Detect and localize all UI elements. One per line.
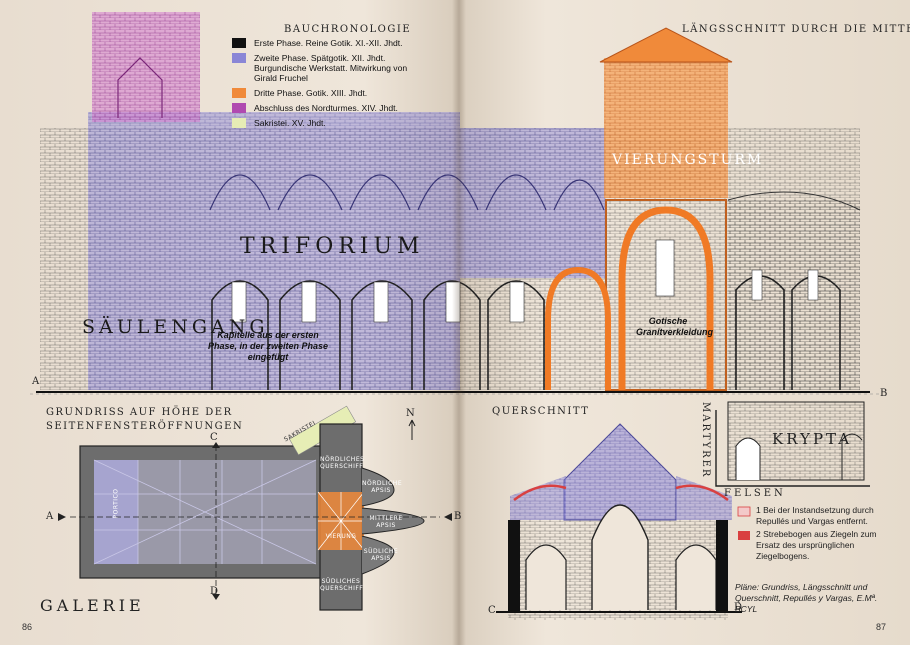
crossing-label: VIERUNG <box>325 533 357 540</box>
marker-c-plan: C <box>210 432 219 443</box>
legend-item: Dritte Phase. Gotik. XIII. Jhdt. <box>232 88 432 98</box>
restoration-note-2: 2 Strebebogen aus Ziegeln zum Ersatz des… <box>756 529 902 562</box>
legend-text: Abschluss des Nordturmes. XIV. Jhdt. <box>254 103 398 113</box>
note-number: 1 <box>756 505 761 515</box>
legend: Erste Phase. Reine Gotik. XI.-XII. Jhdt.… <box>232 38 432 133</box>
triforium-label: TRIFORIUM <box>240 234 425 259</box>
vierungsturm-label: VIERUNGSTURM <box>612 152 764 168</box>
saeulengang-label: SÄULENGANG <box>82 316 269 338</box>
page-number-right: 87 <box>876 622 887 632</box>
north-transept-label: NÖRDLICHES QUERSCHIFF <box>320 456 365 470</box>
legend-swatch-sacristy <box>232 118 246 128</box>
legend-title: BAUCHRONOLOGIE <box>284 24 412 35</box>
legend-text: Dritte Phase. Gotik. XIII. Jhdt. <box>254 88 368 98</box>
galerie-label: GALERIE <box>40 596 145 615</box>
martyrer-label: MARTYRER <box>700 402 711 479</box>
legend-swatch-phase1 <box>232 38 246 48</box>
legend-text: Sakristei. XV. Jhdt. <box>254 118 326 128</box>
book-gutter <box>452 0 466 645</box>
kapitelle-note: Kapitelle aus der ersten Phase, in der z… <box>207 330 329 362</box>
south-transept-label: SÜDLICHES QUERSCHIFF <box>320 578 364 592</box>
marker-d-cross: D <box>734 602 744 613</box>
note-text: Bei der Instandsetzung durch Repullés un… <box>756 505 874 526</box>
legend-item: Abschluss des Nordturmes. XIV. Jhdt. <box>232 103 432 113</box>
marker-d-plan: D <box>210 586 220 597</box>
cross-section <box>496 423 751 620</box>
ground-plan <box>58 405 452 611</box>
plan-credit: Pläne: Grundriss, Längsschnitt und Quers… <box>735 582 878 614</box>
restoration-note-1: 1 Bei der Instandsetzung durch Repullés … <box>756 505 902 527</box>
north-arrow-icon <box>408 419 416 440</box>
longitudinal-section <box>30 12 880 487</box>
legend-swatch-phase2 <box>232 53 246 63</box>
marker-a: A <box>32 376 41 387</box>
marker-c-cross: C <box>488 605 497 616</box>
legend-item: Erste Phase. Reine Gotik. XI.-XII. Jhdt. <box>232 38 432 48</box>
legend-text: Zweite Phase. Spätgotik. XII. Jhdt. Burg… <box>254 53 408 83</box>
page-number-left: 86 <box>22 622 33 632</box>
felsen-label: FELSEN <box>724 488 786 499</box>
marker-b: B <box>880 388 889 399</box>
cross-section-title: QUERSCHNITT <box>492 406 590 417</box>
note-number: 2 <box>756 529 761 539</box>
north-apse-label: NÖRDLICHE APSIS <box>362 480 403 494</box>
marker-a-plan: A <box>46 511 55 522</box>
legend-swatch-tower <box>232 103 246 113</box>
portico-label: PORTICO <box>112 488 120 519</box>
longitudinal-title: LÄNGSSCHNITT DURCH DIE MITTE <box>682 24 910 35</box>
marker-b-plan: B <box>454 511 463 522</box>
note-text: Strebebogen aus Ziegeln zum Ersatz des u… <box>756 529 877 561</box>
south-apse-label: SÜDLICHE APSIS <box>363 548 399 562</box>
legend-item: Sakristei. XV. Jhdt. <box>232 118 432 128</box>
krypta-label: KRYPTA <box>772 430 853 448</box>
north-label: N <box>406 408 416 419</box>
middle-apse-label: MITTLERE APSIS <box>369 515 403 529</box>
groundplan-title: GRUNDRISS AUF HÖHE DER SEITENFENSTERÖFFN… <box>46 407 244 432</box>
legend-swatch-phase3 <box>232 88 246 98</box>
legend-text: Erste Phase. Reine Gotik. XI.-XII. Jhdt. <box>254 38 403 48</box>
granit-note: Gotische Granitverkleidung <box>636 316 714 337</box>
legend-item: Zweite Phase. Spätgotik. XII. Jhdt. Burg… <box>232 53 432 83</box>
